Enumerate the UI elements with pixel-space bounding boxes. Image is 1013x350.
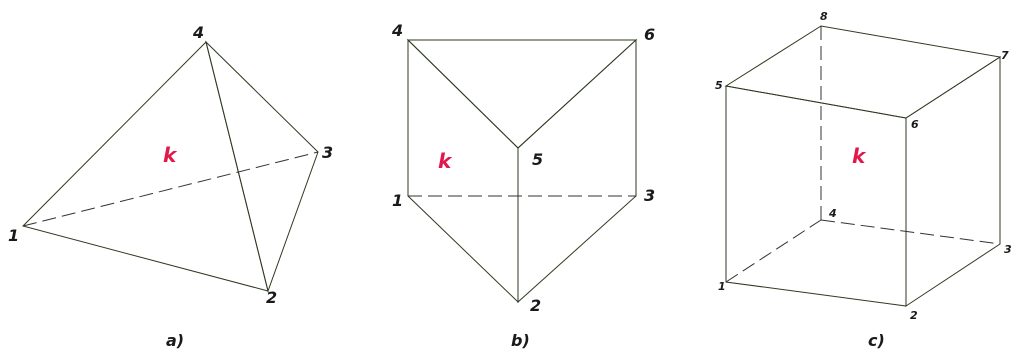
cube-vertex-3: 3 — [1004, 243, 1012, 256]
tetrahedron-vertex-2: 2 — [266, 288, 277, 307]
cube-figure: 8 7 5 6 4 3 1 2 k c) — [715, 10, 1012, 350]
cube-vertex-1: 1 — [718, 280, 726, 293]
prism-face-front — [407, 38, 519, 304]
cube-face-right — [905, 56, 1001, 307]
cube-hidden-edge-back — [820, 219, 1001, 245]
tetrahedron-face-right — [205, 40, 319, 293]
tetrahedron-vertex-1: 1 — [8, 226, 19, 245]
prism-face-top — [406, 39, 638, 149]
prism-figure: 4 6 5 1 3 2 k b) — [391, 21, 655, 350]
cube-vertex-6: 6 — [911, 118, 919, 131]
cube-face-front — [725, 85, 907, 307]
prism-vertex-1: 1 — [392, 191, 403, 210]
prism-face-label: k — [438, 149, 453, 173]
prism-vertex-5: 5 — [532, 150, 543, 169]
tetrahedron-face-label: k — [163, 143, 178, 167]
prism-vertex-3: 3 — [644, 186, 655, 205]
tetrahedron-vertex-3: 3 — [322, 143, 333, 162]
cube-vertex-8: 8 — [820, 10, 828, 23]
cube-caption: c) — [868, 331, 885, 350]
cube-vertex-4: 4 — [828, 207, 837, 220]
cube-hidden-edge-left — [725, 219, 822, 283]
tetrahedron-caption: a) — [166, 331, 184, 350]
prism-vertex-4: 4 — [391, 21, 403, 40]
tetrahedron-figure: 4 3 1 2 k a) — [8, 23, 333, 350]
tetrahedron-vertex-4: 4 — [192, 23, 204, 42]
prism-caption: b) — [511, 331, 530, 350]
cube-vertex-2: 2 — [910, 309, 918, 322]
tetrahedron-hidden-edge — [22, 151, 319, 227]
cube-vertex-7: 7 — [1001, 49, 1009, 62]
prism-vertex-2: 2 — [530, 296, 541, 315]
prism-vertex-6: 6 — [644, 25, 655, 44]
cube-face-top — [724, 25, 1002, 119]
cube-vertex-5: 5 — [715, 79, 723, 92]
tetrahedron-face-front — [22, 41, 269, 292]
cube-face-label: k — [852, 144, 867, 168]
prism-face-right — [517, 38, 637, 304]
